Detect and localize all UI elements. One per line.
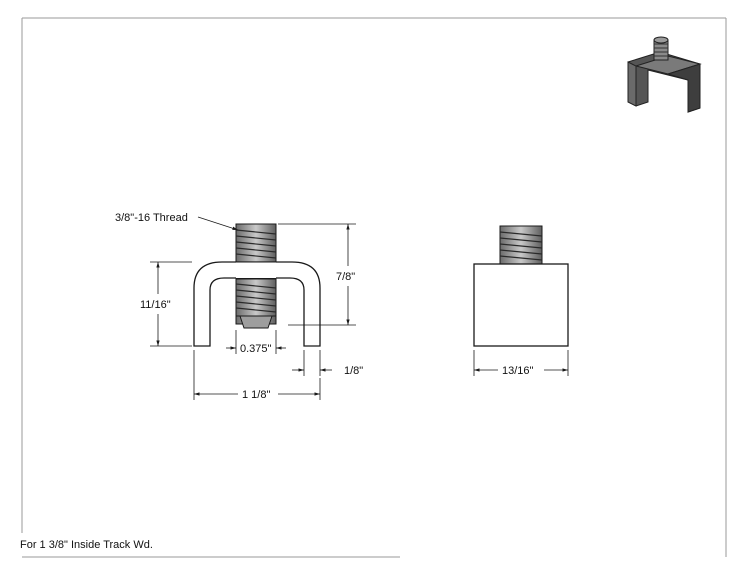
sheet-frame bbox=[21, 17, 727, 558]
width-front-label: 1 1/8" bbox=[242, 389, 270, 401]
gap-label: 0.375" bbox=[240, 343, 272, 355]
isometric-thumbnail bbox=[627, 36, 702, 113]
front-view bbox=[193, 223, 321, 347]
dimension-lines bbox=[150, 216, 569, 400]
thread-label: 3/8"-16 Thread bbox=[115, 212, 188, 224]
thickness-label: 1/8" bbox=[344, 365, 363, 377]
height-bracket-label: 11/16" bbox=[140, 299, 171, 311]
width-side-label: 13/16" bbox=[502, 365, 534, 377]
height-overall-label: 7/8" bbox=[336, 271, 355, 283]
side-view bbox=[473, 225, 569, 347]
track-width-note: For 1 3/8" Inside Track Wd. bbox=[20, 539, 153, 551]
